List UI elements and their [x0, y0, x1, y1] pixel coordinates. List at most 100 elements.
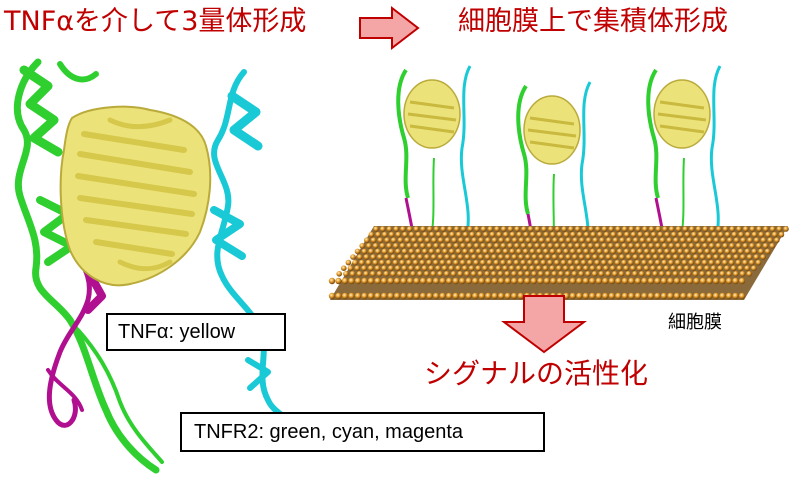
lipid-head — [598, 254, 605, 260]
lipid-head — [634, 292, 642, 300]
lipid-head — [457, 271, 464, 277]
lipid-head — [511, 277, 518, 285]
lipid-head — [354, 277, 362, 285]
lipid-head — [561, 226, 567, 232]
lipid-head — [614, 259, 621, 266]
lipid-head — [695, 259, 701, 266]
lipid-head — [659, 271, 665, 277]
lipid-head — [406, 292, 414, 300]
lipid-head — [390, 271, 396, 277]
lipid-head — [704, 231, 711, 238]
lipid-head — [595, 292, 602, 300]
lipid-head — [730, 265, 737, 272]
lipid-head — [415, 248, 421, 255]
lipid-head — [630, 231, 637, 238]
lipid-head — [576, 248, 583, 255]
lipid-head — [667, 292, 674, 300]
lipid-head — [572, 254, 578, 260]
lipid-head — [758, 231, 764, 238]
lipid-head — [667, 277, 674, 285]
lipid-head — [536, 248, 542, 255]
lipid-head — [648, 243, 654, 249]
lipid-head — [771, 231, 778, 238]
lipid-head — [574, 259, 580, 266]
lipid-head — [659, 237, 666, 243]
lipid-head — [556, 265, 562, 272]
lipid-head — [548, 226, 554, 232]
lipid-head — [668, 259, 674, 266]
lipid-head — [748, 259, 755, 266]
lipid-head — [514, 226, 520, 232]
lipid-head — [435, 231, 442, 238]
lipid-head — [684, 248, 690, 255]
lipid-head — [579, 237, 585, 243]
lipid-head — [435, 248, 442, 255]
lipid-head — [652, 254, 659, 260]
lipid-head — [424, 237, 431, 243]
lipid-head — [471, 237, 478, 243]
lipid-head — [554, 259, 560, 266]
lipid-head — [472, 277, 479, 285]
lipid-head — [522, 265, 529, 272]
lipid-head — [387, 277, 394, 285]
lipid-head — [374, 265, 381, 272]
lipid-head — [647, 277, 655, 285]
lipid-head — [706, 271, 712, 277]
lipid-head — [517, 292, 524, 300]
lipid-head — [549, 248, 556, 255]
lipid-head — [464, 254, 471, 260]
lipid-head — [452, 277, 459, 285]
lipid-head — [413, 292, 420, 300]
lipid-head — [661, 243, 668, 249]
lipid-head — [336, 271, 343, 277]
lipid-head — [406, 277, 414, 285]
lipid-head — [354, 265, 361, 272]
lipid-head — [628, 292, 635, 300]
lipid-head — [712, 277, 720, 285]
lipid-head — [708, 243, 715, 249]
lipid-head — [689, 226, 695, 232]
lipid-heads — [328, 226, 789, 300]
lipid-head — [621, 277, 629, 285]
lipid-head — [583, 231, 590, 238]
tnfr2-cyan-chain — [210, 69, 299, 435]
lipid-head — [394, 265, 401, 272]
lipid-head — [413, 243, 419, 249]
lipid-head — [424, 254, 430, 260]
lipid-head — [529, 231, 536, 238]
lipid-head — [517, 277, 524, 285]
lipid-head — [462, 231, 469, 238]
lipid-head — [491, 271, 497, 277]
lipid-head — [538, 237, 545, 243]
lipid-head — [632, 237, 639, 243]
lipid-head — [354, 292, 362, 300]
lipid-head — [453, 259, 459, 266]
lipid-head — [550, 231, 556, 238]
lipid-head — [607, 259, 614, 266]
lipid-head — [608, 226, 614, 232]
tnfr2-green-chain — [13, 58, 164, 474]
lipid-head — [569, 292, 576, 300]
lipid-head — [738, 231, 744, 238]
lipid-head — [608, 243, 614, 249]
trimer-structure-small-1 — [396, 65, 472, 255]
lipid-head — [635, 226, 641, 232]
lipid-head — [478, 237, 484, 243]
lipid-head — [753, 254, 760, 260]
lipid-head — [753, 237, 760, 243]
lipid-head — [664, 231, 670, 238]
lipid-head — [562, 265, 569, 272]
lipid-head — [776, 226, 783, 232]
lipid-head — [361, 277, 368, 285]
lipid-head — [484, 271, 490, 277]
lipid-head — [449, 231, 455, 238]
lipid-head — [464, 271, 470, 277]
lipid-head — [393, 226, 400, 232]
lipid-head — [518, 254, 524, 260]
lipid-head — [569, 265, 576, 272]
lipid-head — [341, 277, 349, 285]
lipid-head — [668, 243, 675, 249]
lipid-head — [506, 259, 513, 266]
lipid-head — [475, 248, 482, 255]
